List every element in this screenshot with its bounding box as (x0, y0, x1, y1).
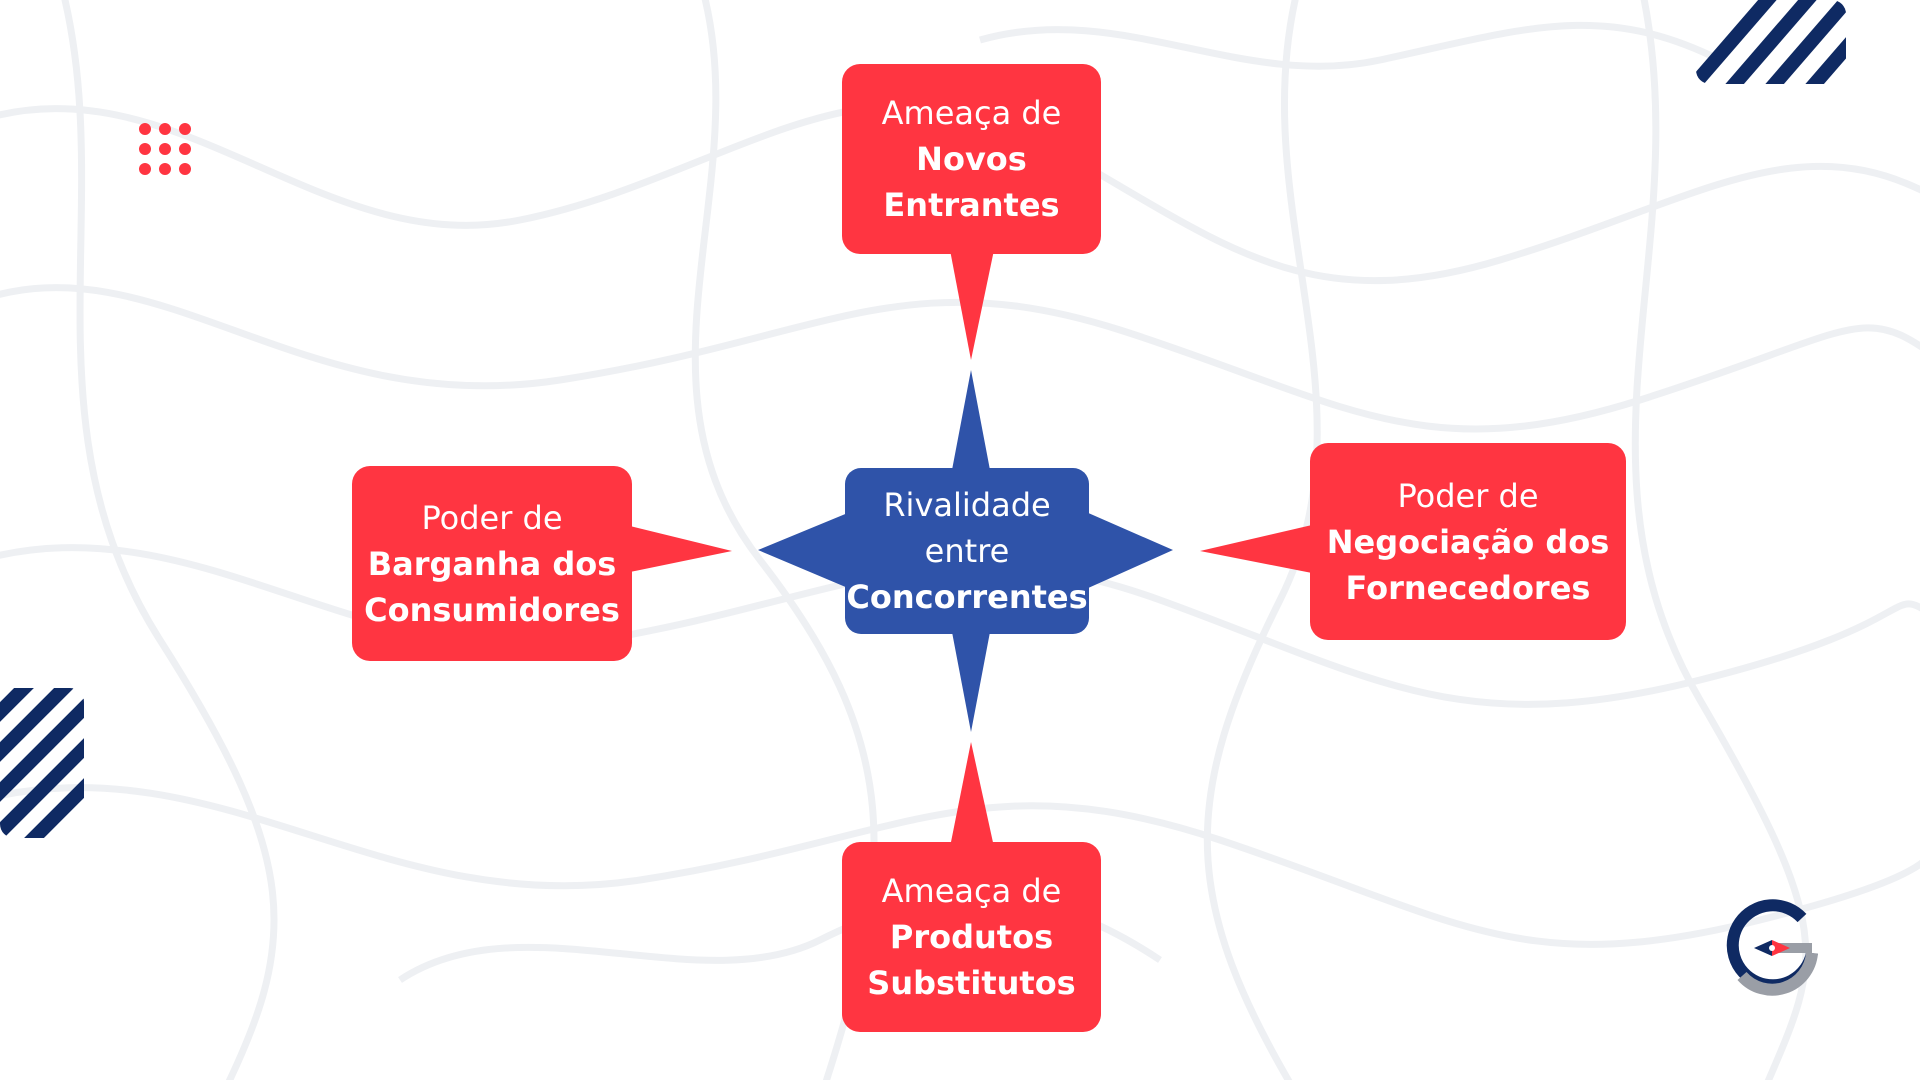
arrow-bottom (950, 742, 994, 847)
center-line-1: Rivalidade (883, 486, 1051, 524)
right-line-2: Negociação dos (1326, 522, 1610, 561)
left-line-3: Consumidores (364, 590, 620, 629)
top-line-1: Ameaça de (881, 94, 1062, 132)
top-line-2: Novos (916, 140, 1027, 178)
center-box: Rivalidade entre Concorrentes (845, 468, 1089, 634)
top-box: Ameaça de Novos Entrantes (842, 64, 1101, 254)
right-line-3: Fornecedores (1345, 568, 1591, 607)
center-line-3: Concorrentes (846, 578, 1088, 616)
arrow-top (950, 250, 994, 360)
diagonal-stripes-icon (0, 688, 84, 838)
compass-g-logo-icon (1726, 899, 1818, 996)
center-line-2: entre (924, 532, 1010, 570)
arrow-left (630, 526, 732, 572)
dot-grid-icon (139, 123, 191, 175)
right-box: Poder de Negociação dos Fornecedores (1310, 443, 1626, 640)
right-line-1: Poder de (1397, 476, 1539, 515)
bottom-line-3: Substitutos (867, 964, 1076, 1002)
bottom-line-2: Produtos (889, 918, 1054, 956)
bottom-box: Ameaça de Produtos Substitutos (842, 842, 1101, 1032)
diagonal-stripes-icon (1696, 0, 1846, 84)
arrow-right (1200, 525, 1312, 573)
bottom-line-1: Ameaça de (881, 872, 1062, 910)
left-line-2: Barganha dos (367, 544, 617, 583)
left-line-1: Poder de (421, 498, 563, 537)
left-box: Poder de Barganha dos Consumidores (352, 466, 632, 661)
top-line-3: Entrantes (883, 186, 1060, 224)
